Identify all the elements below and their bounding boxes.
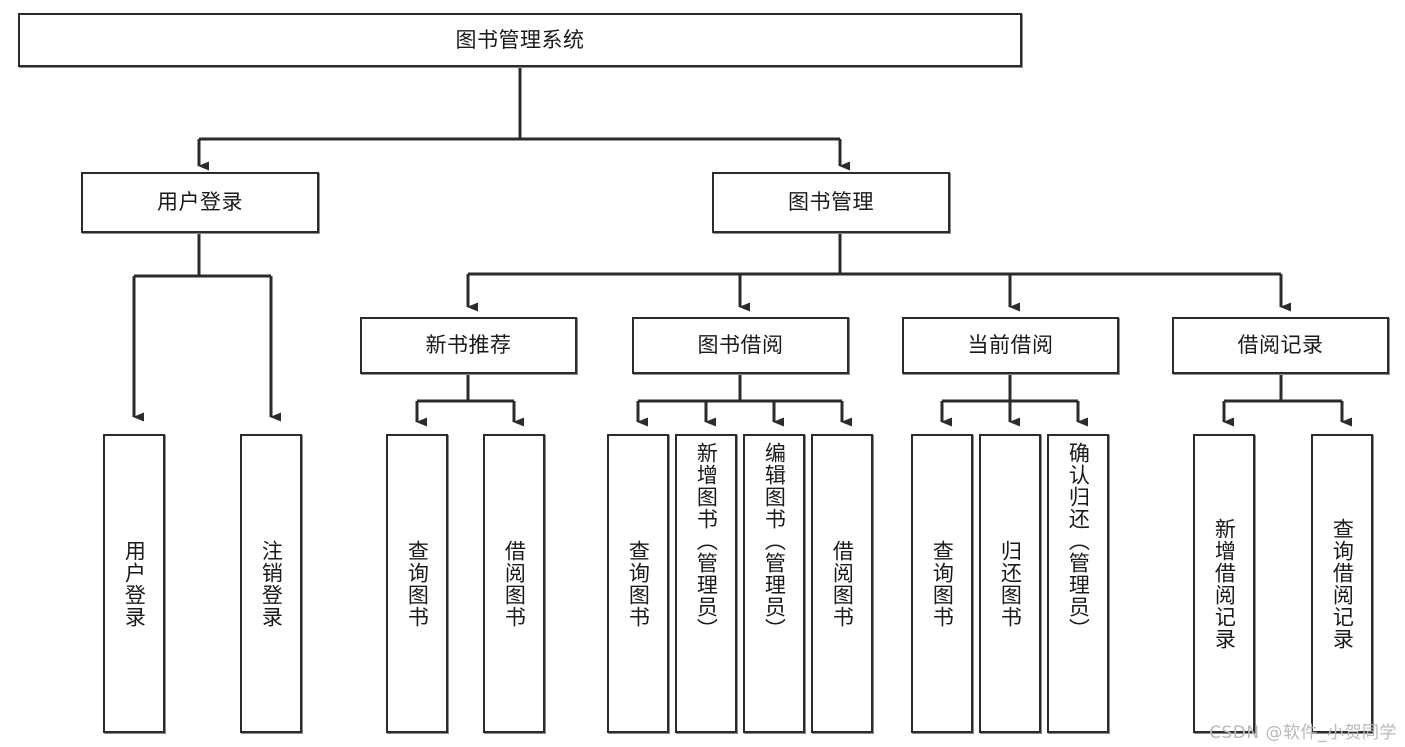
- node-leaf-logout-label: 注销登录: [259, 539, 284, 628]
- node-leaf-query-book-1[interactable]: 查询图书: [386, 434, 448, 733]
- node-leaf-query-book-1-label: 查询图书: [405, 539, 430, 628]
- node-leaf-confirm-return[interactable]: 确认归还（管理员）: [1047, 434, 1109, 733]
- node-leaf-edit-book-label: 编辑图书（管理员）: [762, 442, 787, 640]
- node-current-borrow-label: 当前借阅: [967, 333, 1054, 358]
- node-leaf-borrow-book-2-label: 借阅图书: [830, 539, 855, 628]
- node-leaf-borrow-book-2[interactable]: 借阅图书: [811, 434, 873, 733]
- node-leaf-user-login-label: 用户登录: [122, 539, 147, 628]
- node-book-manage-label: 图书管理: [788, 190, 874, 215]
- node-leaf-borrow-book-1-label: 借阅图书: [502, 539, 527, 628]
- node-leaf-user-login[interactable]: 用户登录: [103, 434, 165, 733]
- node-leaf-query-book-2-label: 查询图书: [626, 539, 651, 628]
- node-book-manage[interactable]: 图书管理: [712, 172, 950, 233]
- node-user-login[interactable]: 用户登录: [81, 172, 319, 233]
- node-leaf-add-record[interactable]: 新增借阅记录: [1193, 434, 1255, 733]
- node-leaf-query-record-label: 查询借阅记录: [1330, 517, 1355, 650]
- node-new-book-recommend[interactable]: 新书推荐: [360, 317, 577, 374]
- node-leaf-query-book-3-label: 查询图书: [930, 539, 955, 628]
- node-leaf-logout[interactable]: 注销登录: [240, 434, 302, 733]
- node-leaf-add-book[interactable]: 新增图书（管理员）: [675, 434, 737, 733]
- node-leaf-return-book-label: 归还图书: [998, 539, 1023, 628]
- node-root[interactable]: 图书管理系统: [18, 13, 1022, 67]
- node-root-label: 图书管理系统: [455, 27, 585, 52]
- node-leaf-edit-book[interactable]: 编辑图书（管理员）: [743, 434, 805, 733]
- node-leaf-query-book-2[interactable]: 查询图书: [607, 434, 669, 733]
- node-leaf-query-book-3[interactable]: 查询图书: [911, 434, 973, 733]
- node-leaf-query-record[interactable]: 查询借阅记录: [1311, 434, 1373, 733]
- node-leaf-borrow-book-1[interactable]: 借阅图书: [483, 434, 545, 733]
- node-borrow-record-label: 借阅记录: [1237, 333, 1324, 358]
- node-leaf-add-book-label: 新增图书（管理员）: [694, 442, 719, 640]
- node-leaf-return-book[interactable]: 归还图书: [979, 434, 1041, 733]
- node-leaf-confirm-return-label: 确认归还（管理员）: [1066, 442, 1091, 640]
- node-user-login-label: 用户登录: [157, 190, 243, 215]
- node-leaf-add-record-label: 新增借阅记录: [1212, 517, 1237, 650]
- node-book-borrow-label: 图书借阅: [697, 333, 784, 358]
- node-current-borrow[interactable]: 当前借阅: [902, 317, 1119, 374]
- watermark: CSDN @软件_小贺同学: [1209, 723, 1397, 743]
- node-new-book-recommend-label: 新书推荐: [425, 333, 512, 358]
- node-borrow-record[interactable]: 借阅记录: [1172, 317, 1389, 374]
- node-book-borrow[interactable]: 图书借阅: [632, 317, 849, 374]
